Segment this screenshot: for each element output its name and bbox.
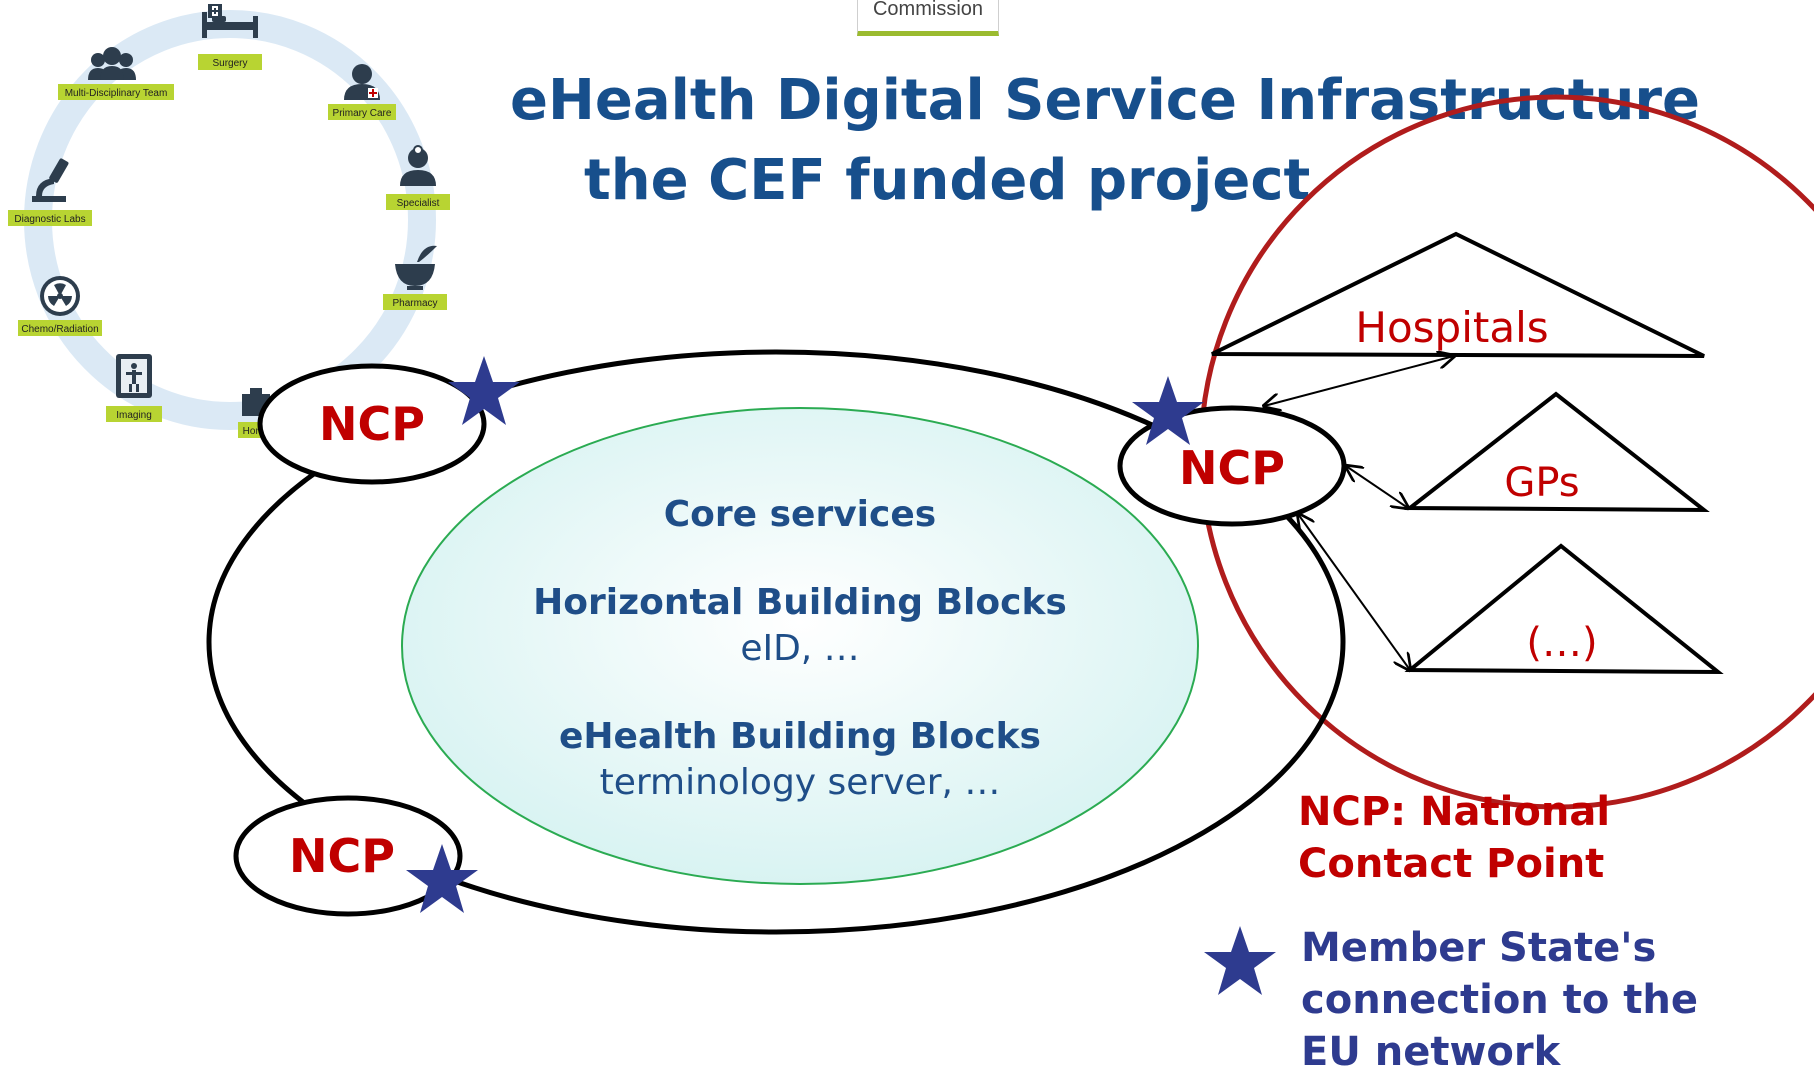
care-label-surgery: Surgery xyxy=(212,58,247,69)
title-line-2: the CEF funded project xyxy=(584,148,1311,213)
mortar-pestle-icon xyxy=(395,245,437,290)
ehealth-building-blocks-heading: eHealth Building Blocks xyxy=(559,716,1041,757)
imaging-icon xyxy=(116,354,152,398)
care-label-specialist: Specialist xyxy=(397,198,440,209)
gps-triangle xyxy=(1404,391,1710,513)
radiation-icon xyxy=(40,276,80,316)
care-cycle: Surgery Primary Care Specialist xyxy=(8,4,450,438)
legend-star xyxy=(1204,926,1276,995)
arrow-hospitals xyxy=(1264,356,1454,406)
arrow-gps xyxy=(1346,466,1408,508)
care-node-pharmacy: Pharmacy xyxy=(383,245,447,310)
care-node-primary-care: Primary Care xyxy=(328,64,396,120)
care-node-diagnostic-labs: Diagnostic Labs xyxy=(8,158,92,226)
commission-tab: Commission xyxy=(857,0,999,36)
care-label-imaging: Imaging xyxy=(116,410,152,421)
care-node-imaging: Imaging xyxy=(106,354,162,422)
ncp-label-left-bottom: NCP xyxy=(289,829,395,883)
team-icon xyxy=(88,47,136,80)
hospital-bed-icon xyxy=(202,4,258,38)
ncp-left-bottom xyxy=(233,795,463,917)
ncp-legend: NCP: National Contact Point xyxy=(1298,789,1611,887)
core-services-ellipse xyxy=(401,407,1199,885)
microscope-icon xyxy=(32,158,69,202)
care-label-multi-disciplinary-team: Multi-Disciplinary Team xyxy=(65,88,168,99)
ncp-label-left-top: NCP xyxy=(319,397,425,451)
care-node-surgery: Surgery xyxy=(198,4,262,70)
member-state-legend: Member State's connection to the EU netw… xyxy=(1301,925,1698,1075)
care-node-multi-disciplinary-team: Multi-Disciplinary Team xyxy=(58,47,174,100)
others-triangle xyxy=(1404,543,1724,675)
horizontal-building-blocks-heading: Horizontal Building Blocks xyxy=(533,582,1067,623)
ncp-left-top xyxy=(257,363,487,485)
care-node-specialist: Specialist xyxy=(386,145,450,210)
doctor-icon xyxy=(344,64,380,100)
care-label-primary-care: Primary Care xyxy=(333,108,392,119)
others-label: (…) xyxy=(1526,620,1597,666)
ncp-label-right: NCP xyxy=(1179,441,1285,495)
ncp-right xyxy=(1117,405,1347,527)
care-label-home: Home xyxy=(243,426,270,437)
horizontal-building-blocks-items: eID, … xyxy=(740,628,859,669)
hospitals-label: Hospitals xyxy=(1355,303,1548,352)
ehealth-building-blocks-items: terminology server, … xyxy=(600,762,1001,803)
care-node-chemo-radiation: Chemo/Radiation xyxy=(18,276,102,336)
specialist-icon xyxy=(400,145,436,186)
care-label-chemo-radiation: Chemo/Radiation xyxy=(21,324,98,335)
care-label-diagnostic-labs: Diagnostic Labs xyxy=(14,214,85,225)
core-services-heading: Core services xyxy=(664,494,936,535)
gps-label: GPs xyxy=(1504,460,1579,506)
care-label-pharmacy: Pharmacy xyxy=(392,298,437,309)
arrow-others xyxy=(1298,514,1410,670)
